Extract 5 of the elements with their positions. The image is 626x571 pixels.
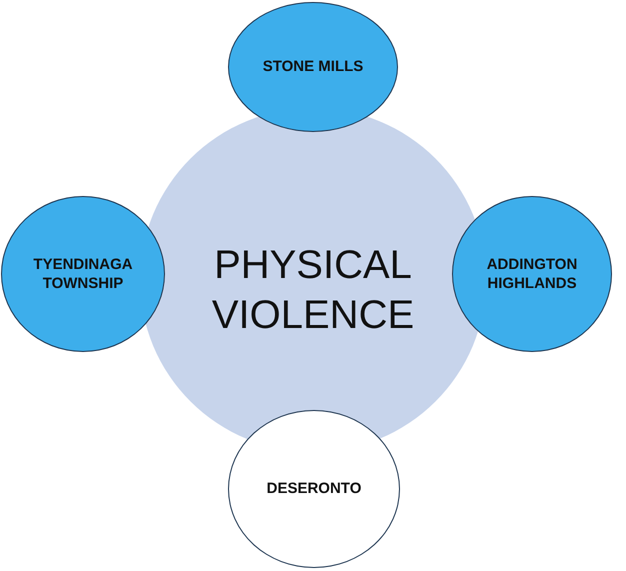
node-label: ADDINGTON HIGHLANDS <box>486 254 578 294</box>
node-label: PHYSICAL VIOLENCE <box>210 242 416 339</box>
node-label: STONE MILLS <box>262 57 364 77</box>
node-label: DESERONTO <box>266 479 362 499</box>
node-label: TYENDINAGA TOWNSHIP <box>32 254 134 294</box>
